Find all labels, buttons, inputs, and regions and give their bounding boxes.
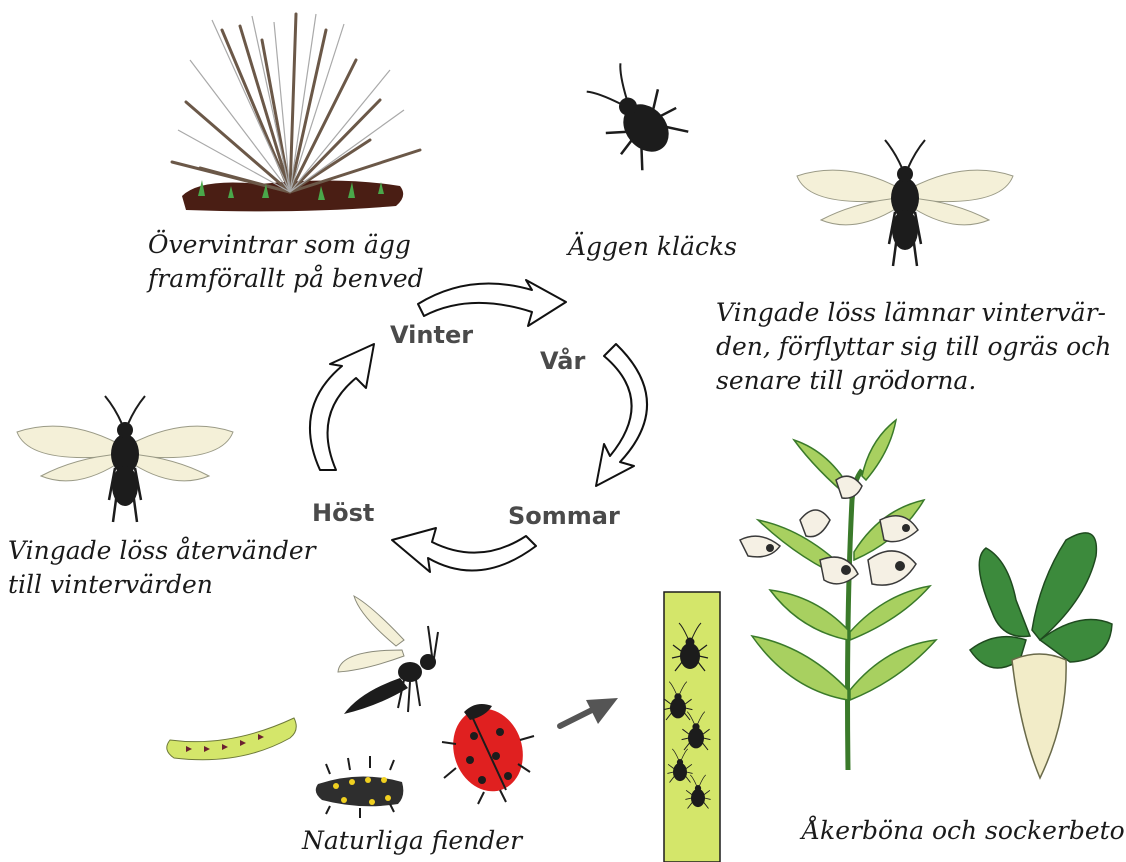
caption-crops: Åkerböna och sockerbetor bbox=[802, 814, 1126, 848]
caption-hatch: Äggen kläcks bbox=[568, 230, 737, 264]
caption-line: den, förflyttar sig till ogräs och bbox=[716, 330, 1111, 364]
caption-overwinter: Övervintrar som ägg framförallt på benve… bbox=[148, 228, 424, 296]
caption-line: Övervintrar som ägg bbox=[148, 228, 424, 262]
caption-winged-leave: Vingade löss lämnar vintervär- den, förf… bbox=[716, 296, 1111, 398]
caption-natural-enemies: Naturliga fiender bbox=[302, 824, 522, 858]
infested-stem-illustration bbox=[664, 592, 720, 862]
ladybird-illustration bbox=[442, 700, 534, 804]
caption-line: Vingade löss återvänder bbox=[8, 534, 316, 568]
field-bean-illustration bbox=[740, 420, 936, 770]
ladybird-larva-illustration bbox=[316, 756, 404, 818]
caption-line: till vintervärden bbox=[8, 568, 316, 602]
hoverfly-larva-illustration bbox=[167, 718, 296, 760]
enemies-to-stem-arrow bbox=[560, 698, 618, 726]
season-winter-label: Vinter bbox=[390, 321, 473, 349]
caption-line: framförallt på benved bbox=[148, 262, 424, 296]
season-spring-label: Vår bbox=[540, 347, 585, 375]
winged-aphid-leaving-illustration bbox=[797, 140, 1013, 266]
caption-line: Vingade löss lämnar vintervär- bbox=[716, 296, 1111, 330]
caption-line: Naturliga fiender bbox=[302, 824, 522, 858]
sugar-beet-illustration bbox=[970, 533, 1112, 778]
caption-line: Åkerböna och sockerbetor bbox=[802, 814, 1126, 848]
caption-line: senare till grödorna. bbox=[716, 364, 1111, 398]
season-summer-label: Sommar bbox=[508, 502, 620, 530]
season-autumn-label: Höst bbox=[312, 499, 374, 527]
wasp-illustration bbox=[338, 596, 438, 714]
caption-winged-return: Vingade löss återvänder till vintervärde… bbox=[8, 534, 316, 602]
hatched-aphid-illustration bbox=[576, 54, 693, 174]
shrub-illustration bbox=[172, 14, 420, 211]
caption-line: Äggen kläcks bbox=[568, 230, 737, 264]
winged-aphid-returning-illustration bbox=[17, 396, 233, 522]
